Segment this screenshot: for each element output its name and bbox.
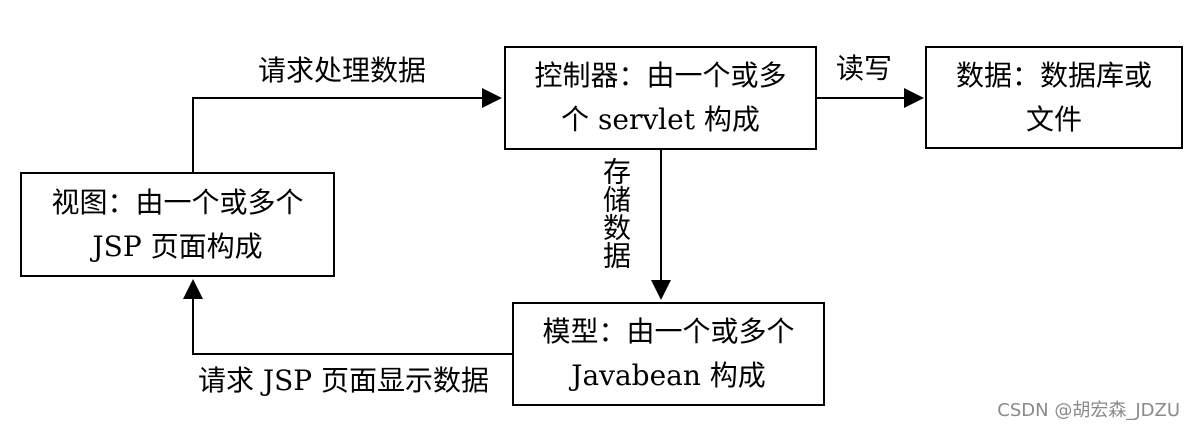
- view-box: 视图：由一个或多个 JSP 页面构成: [20, 172, 335, 277]
- data-box: 数据：数据库或 文件: [925, 46, 1183, 149]
- arrow-view-to-controller: [192, 88, 502, 172]
- view-box-line2: JSP 页面构成: [92, 229, 263, 263]
- label-request-process: 请求处理数据: [258, 54, 427, 87]
- controller-box: 控制器：由一个或多 个 servlet 构成: [504, 46, 817, 150]
- model-box: 模型：由一个或多个 Javabean 构成: [512, 302, 825, 406]
- model-box-line1: 模型：由一个或多个: [542, 315, 795, 348]
- controller-box-line2: 个 servlet 构成: [561, 103, 760, 136]
- model-box-line2: Javabean 构成: [571, 359, 766, 392]
- controller-box-line1: 控制器：由一个或多: [534, 59, 787, 92]
- label-read-write: 读写: [836, 52, 893, 85]
- label-store-data: 存储数据: [599, 157, 632, 269]
- watermark: CSDN @胡宏森_JDZU: [997, 400, 1180, 421]
- data-box-line1: 数据：数据库或: [955, 58, 1152, 92]
- arrow-model-to-view: [183, 279, 512, 355]
- view-box-line1: 视图：由一个或多个: [51, 185, 304, 219]
- label-request-jsp: 请求 JSP 页面显示数据: [198, 364, 490, 397]
- data-box-line2: 文件: [1025, 102, 1082, 136]
